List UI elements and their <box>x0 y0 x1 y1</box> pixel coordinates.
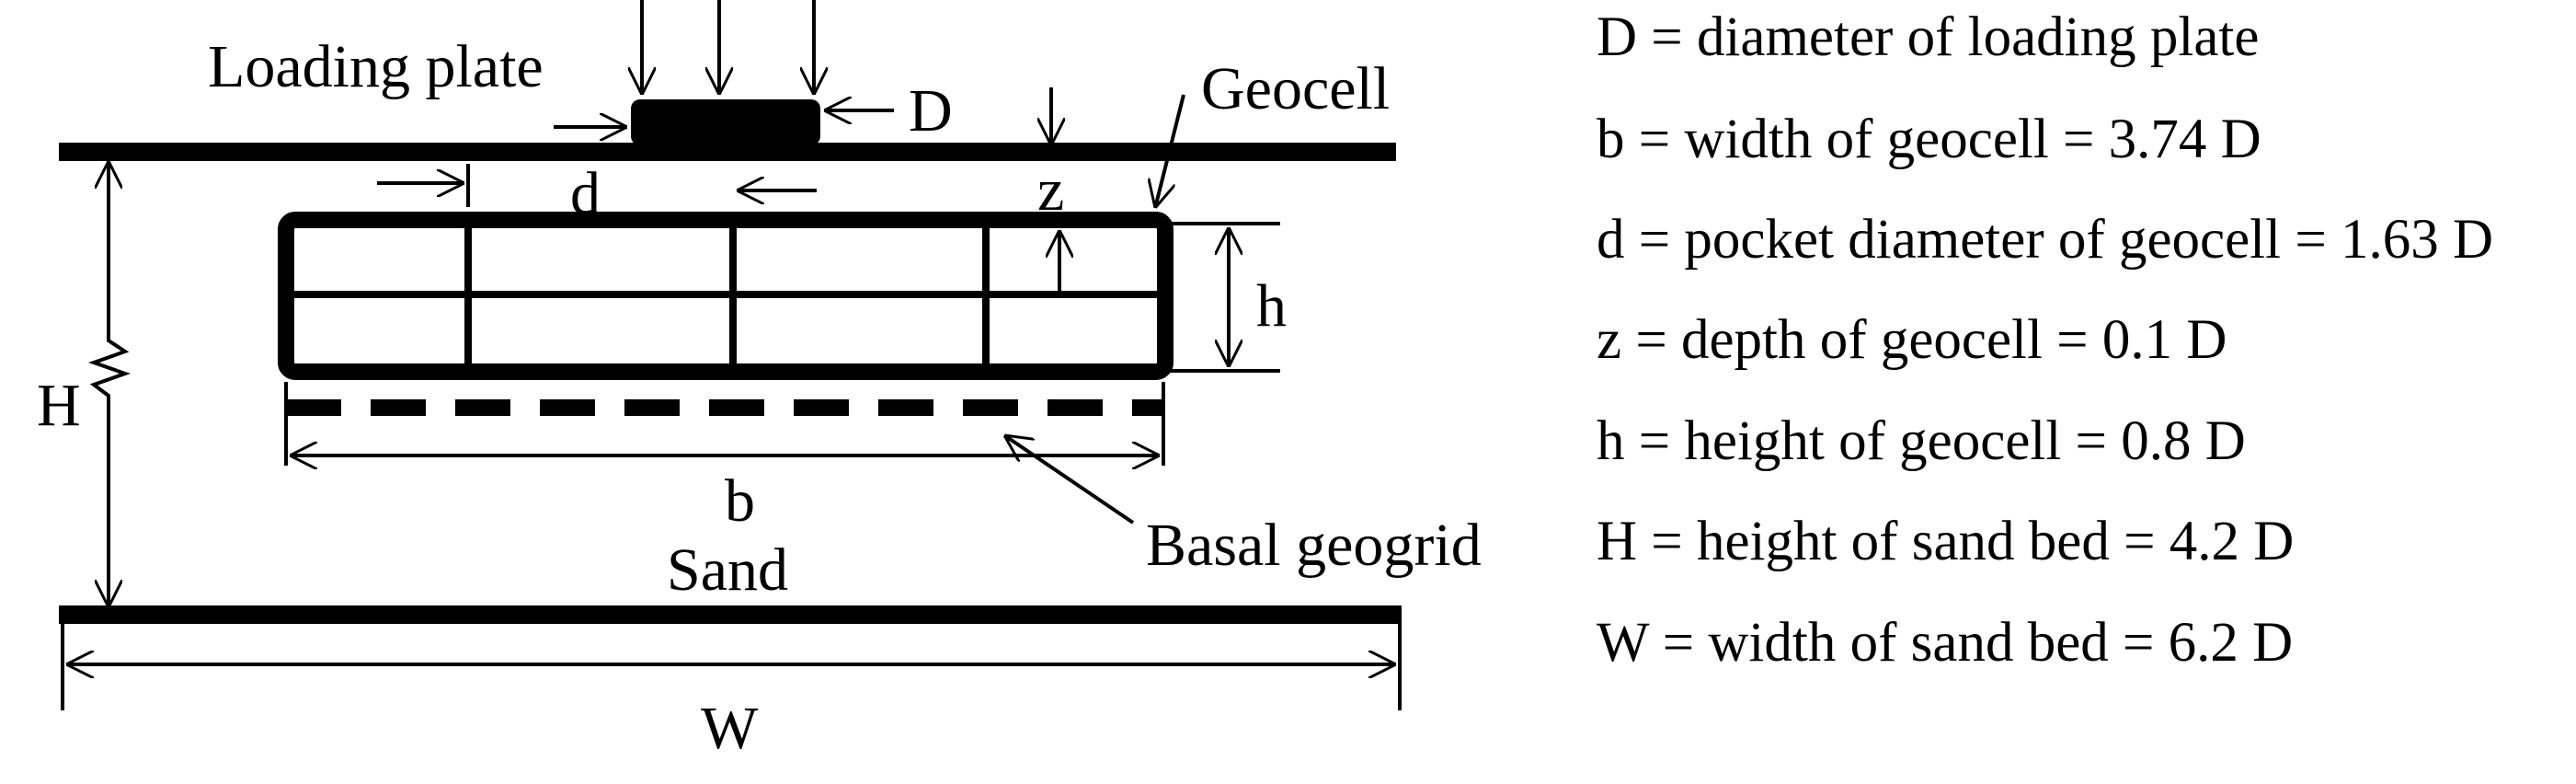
sand-bed-height-label: H <box>37 372 81 439</box>
pocket-diameter-label: d <box>570 160 601 227</box>
geocell-height-label: h <box>1256 272 1287 340</box>
legend-item-d: d = pocket diameter of geocell = 1.63 D <box>1597 209 2494 271</box>
plate-diameter-label: D <box>909 77 953 144</box>
geocell-leader-arrow <box>1155 94 1185 208</box>
loading-plate <box>631 99 820 145</box>
geocell-depth-label: z <box>1037 156 1064 224</box>
sand-bed-height-dimension <box>87 161 132 607</box>
sand-bed-width-dimension <box>61 621 1402 710</box>
legend-item-H: H = height of sand bed = 4.2 D <box>1597 511 2295 572</box>
basal-geogrid-leader-arrow <box>1004 435 1135 525</box>
legend-item-D: D = diameter of loading plate <box>1597 6 2260 68</box>
legend-item-b: b = width of geocell = 3.74 D <box>1597 109 2261 170</box>
load-arrows <box>642 0 814 95</box>
basal-geogrid-label: Basal geogrid <box>1146 512 1482 579</box>
sand-bed-width-label: W <box>701 695 759 762</box>
legend-item-h: h = height of geocell = 0.8 D <box>1597 410 2246 472</box>
sand-label: Sand <box>667 536 788 604</box>
plate-diameter-arrows <box>554 110 894 127</box>
geocell-width-label: b <box>725 467 755 535</box>
pocket-diameter-arrows <box>377 164 817 207</box>
geocell-height-dimension <box>1169 222 1280 373</box>
symbol-legend: D = diameter of loading plate b = width … <box>1597 0 2571 784</box>
geocell-mattress <box>278 212 1174 380</box>
legend-item-z: z = depth of geocell = 0.1 D <box>1597 309 2227 371</box>
geocell-test-setup-diagram: Loading plate D Geocell d z h H b Basal … <box>37 0 1482 762</box>
legend-item-W: W = width of sand bed = 6.2 D <box>1597 612 2294 674</box>
geocell-label: Geocell <box>1201 55 1390 122</box>
loading-plate-label: Loading plate <box>208 33 544 100</box>
